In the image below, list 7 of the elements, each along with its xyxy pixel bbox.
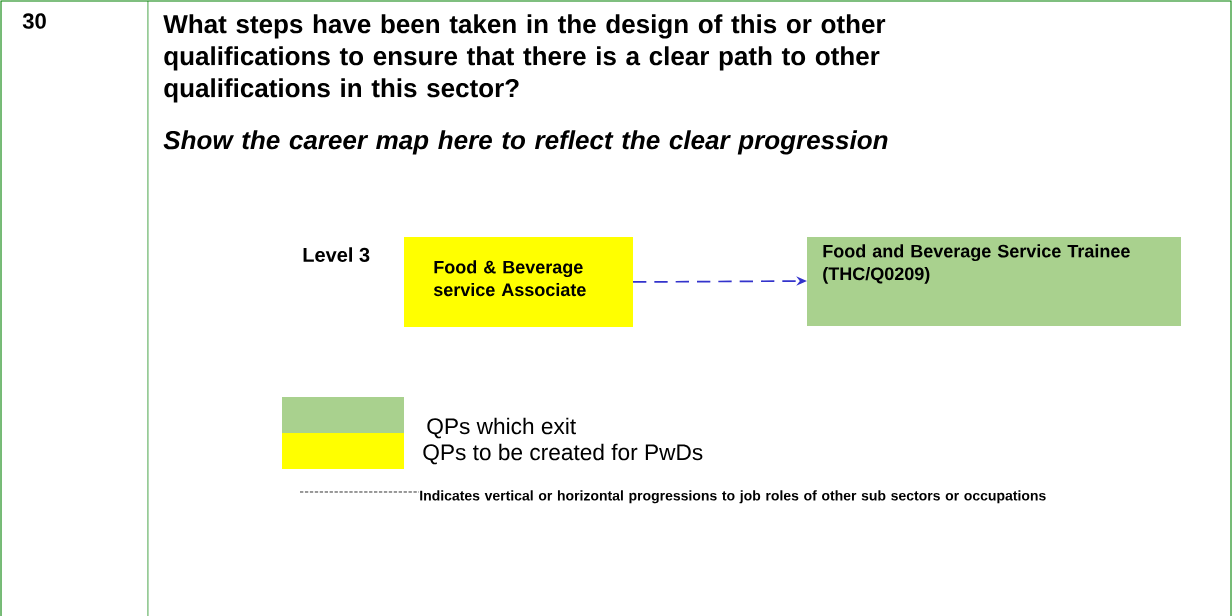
legend-item: Indicates vertical or horizontal progressions to job roles of other sub sectors or occupations (299, 490, 1046, 504)
level-label: Level 3 (303, 247, 370, 262)
qualification-box: Food & Beverage service Associate (404, 237, 633, 327)
question-text: What steps have been taken in the design of this or other qualifications to ensure that there is a clear path to other qualifications in this sector? (163, 14, 886, 103)
row-number: 30 (22, 13, 46, 29)
qualification-box: Food and Beverage Service Trainee (THC/Q0209) (807, 237, 1181, 326)
instruction-text: Show the career map here to reflect the clear progression (163, 130, 888, 155)
